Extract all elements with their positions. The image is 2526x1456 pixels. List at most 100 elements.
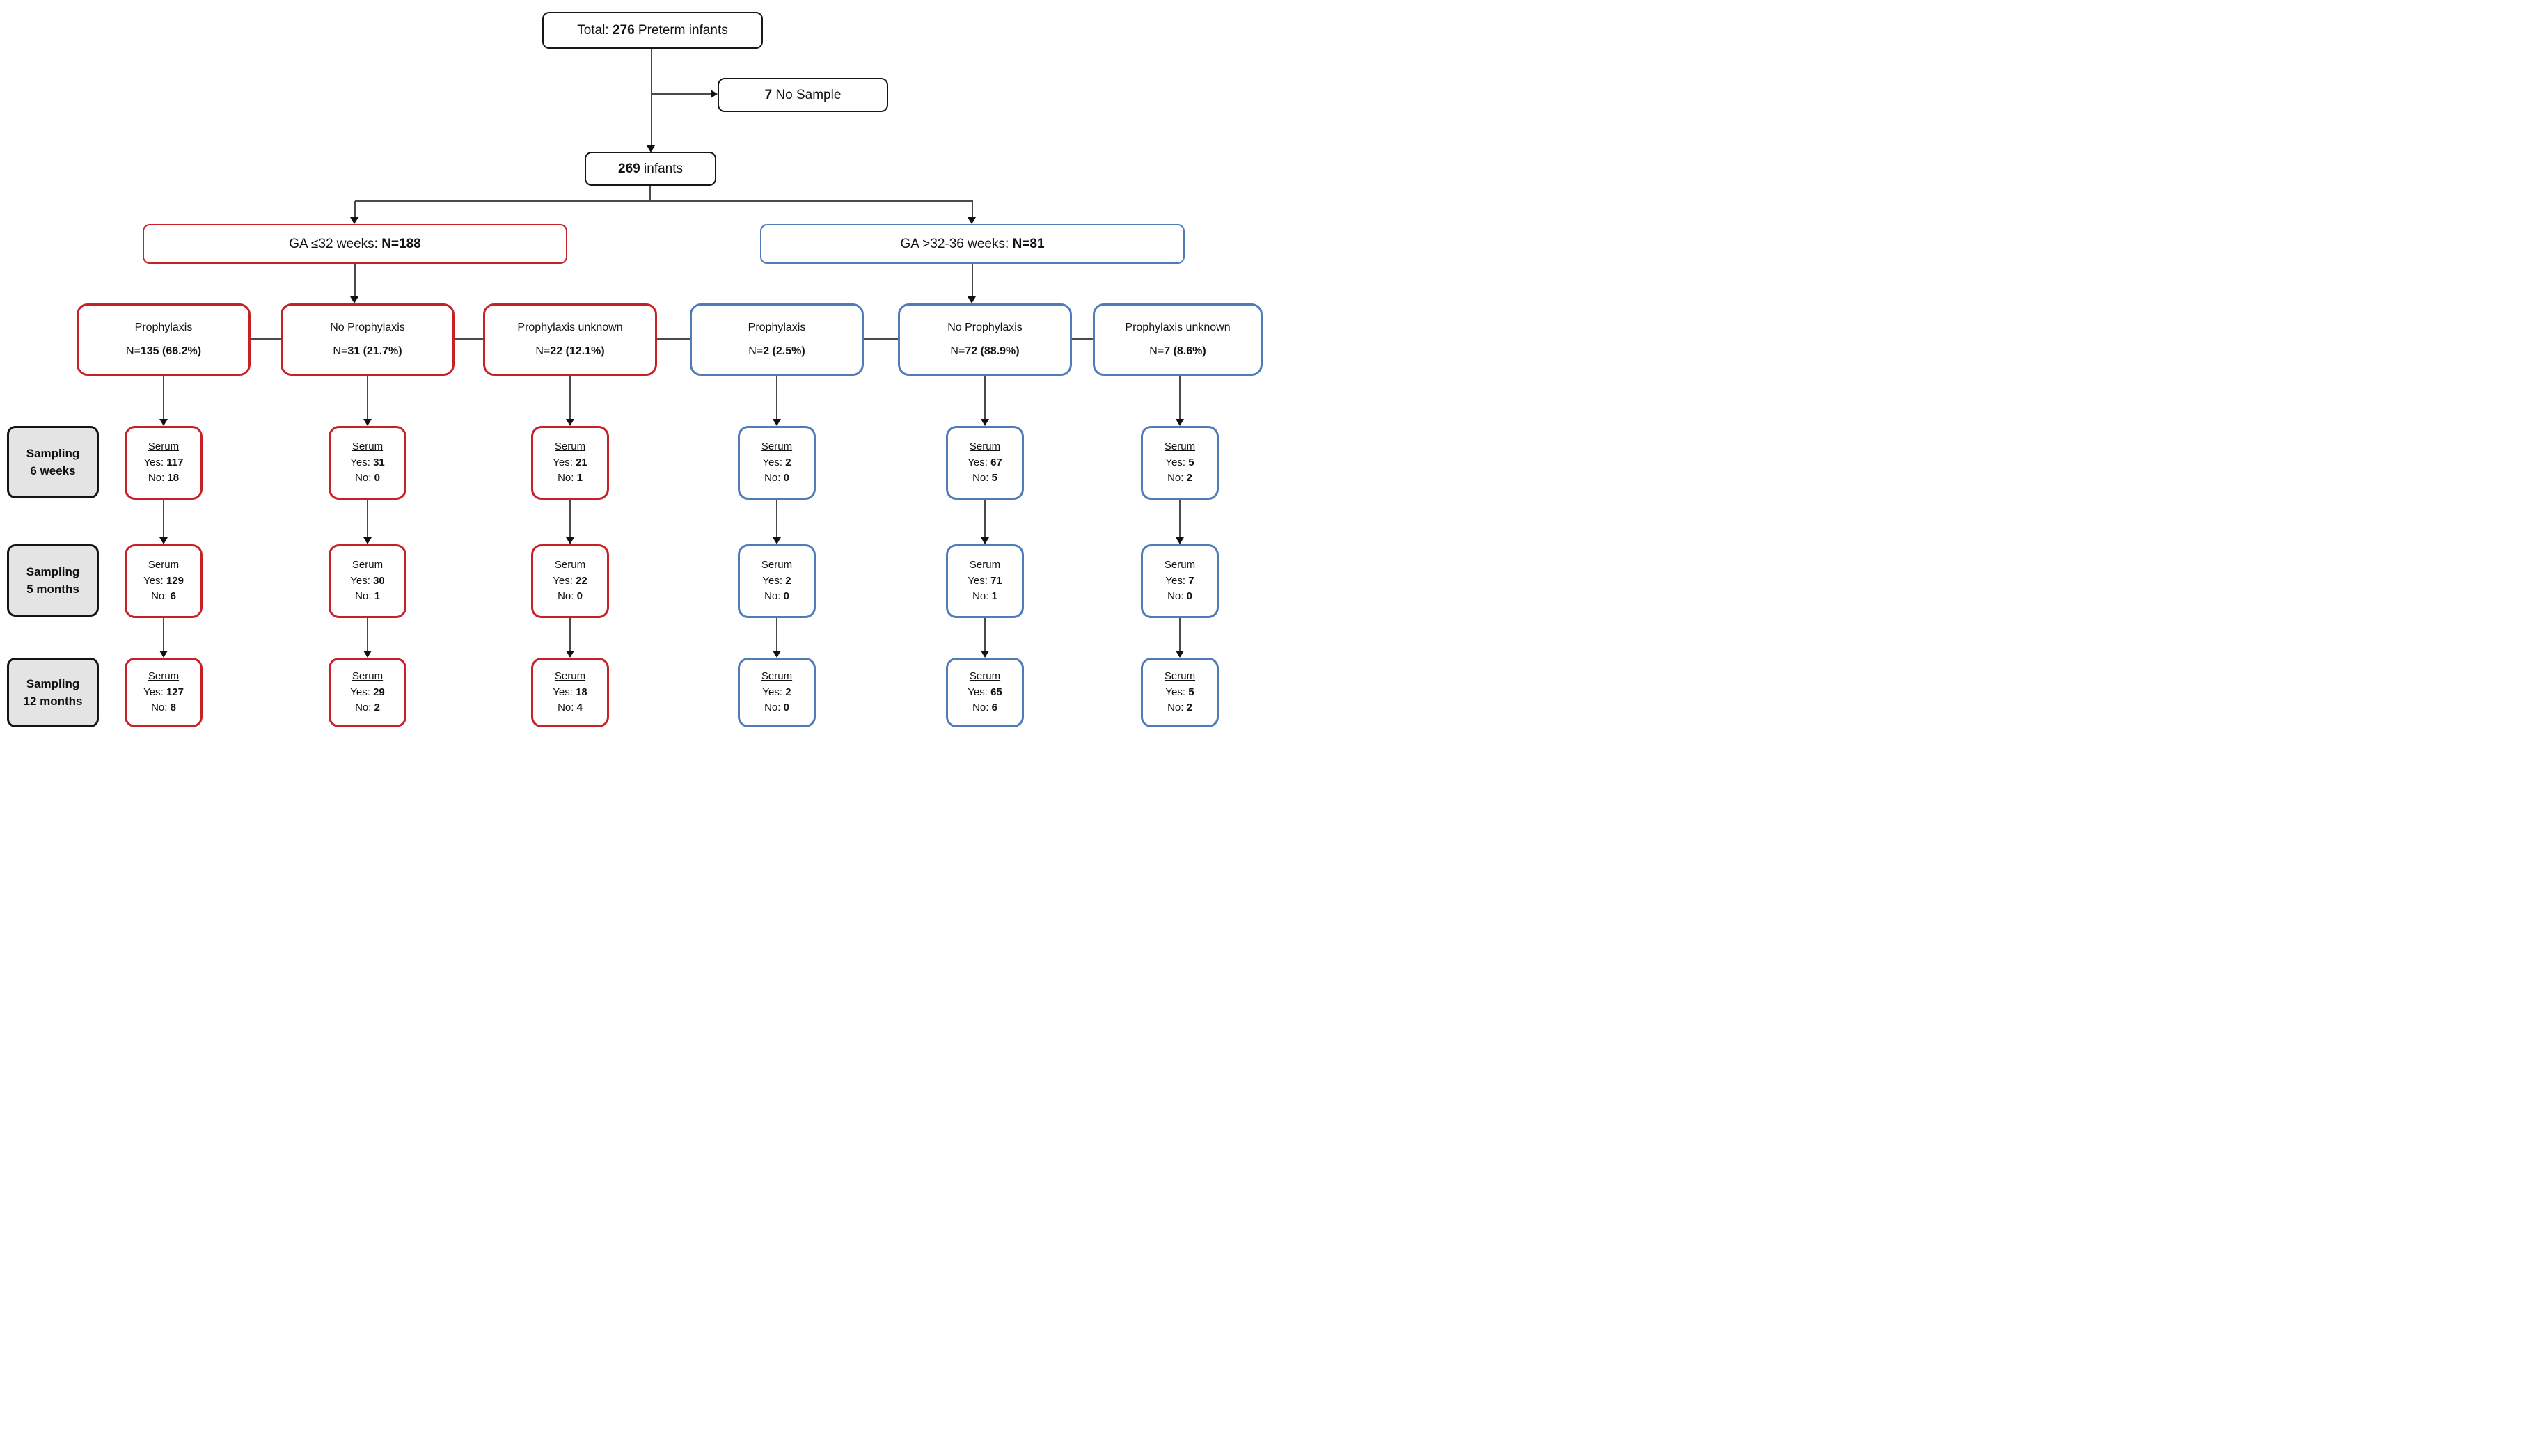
serum-no: No: 2 bbox=[355, 702, 380, 714]
serum-title: Serum bbox=[352, 441, 384, 453]
branch-n: N=2 (2.5%) bbox=[748, 345, 805, 358]
serum-no: No: 0 bbox=[355, 472, 380, 484]
no-sample-box: 7 No Sample bbox=[718, 78, 888, 112]
serum-box: Serum Yes: 29 No: 2 bbox=[329, 658, 406, 727]
connector-line bbox=[163, 500, 164, 539]
serum-title: Serum bbox=[761, 441, 793, 453]
sampling-label-12-months: Sampling 12 months bbox=[7, 658, 99, 727]
arrow-down-icon bbox=[773, 651, 781, 658]
arrow-right-icon bbox=[711, 90, 718, 98]
connector-line bbox=[355, 200, 973, 202]
connector-line bbox=[972, 201, 973, 218]
connector-line bbox=[776, 376, 777, 420]
arrow-down-icon bbox=[350, 217, 358, 224]
arrow-down-icon bbox=[773, 419, 781, 426]
sampling-line2: 5 months bbox=[26, 583, 79, 596]
serum-yes: Yes: 7 bbox=[1165, 574, 1194, 587]
branch-n: N=72 (88.9%) bbox=[950, 345, 1020, 358]
serum-yes: Yes: 65 bbox=[968, 686, 1002, 698]
no-prophylaxis-box: No Prophylaxis N=72 (88.9%) bbox=[898, 303, 1072, 376]
sampling-line2: 12 months bbox=[23, 695, 83, 708]
serum-yes: Yes: 5 bbox=[1165, 456, 1194, 468]
prophylaxis-box: Prophylaxis N=135 (66.2%) bbox=[77, 303, 251, 376]
serum-no: No: 0 bbox=[764, 590, 789, 603]
connector-line bbox=[569, 376, 571, 420]
arrow-down-icon bbox=[566, 537, 574, 544]
serum-box: Serum Yes: 5 No: 2 bbox=[1141, 426, 1219, 500]
serum-no: No: 1 bbox=[558, 472, 583, 484]
connector-line bbox=[984, 500, 986, 539]
serum-yes: Yes: 2 bbox=[762, 574, 791, 587]
sampling-label-6-weeks: Sampling 6 weeks bbox=[7, 426, 99, 498]
no-prophylaxis-box: No Prophylaxis N=31 (21.7%) bbox=[281, 303, 455, 376]
arrow-down-icon bbox=[981, 537, 989, 544]
serum-no: No: 6 bbox=[972, 702, 997, 714]
serum-box: Serum Yes: 18 No: 4 bbox=[531, 658, 609, 727]
serum-box: Serum Yes: 2 No: 0 bbox=[738, 426, 816, 500]
sampling-line1: Sampling bbox=[26, 564, 80, 578]
branch-n: N=135 (66.2%) bbox=[125, 345, 202, 358]
connector-line bbox=[367, 618, 368, 651]
serum-title: Serum bbox=[148, 441, 180, 453]
serum-yes: Yes: 129 bbox=[143, 574, 184, 587]
serum-title: Serum bbox=[148, 559, 180, 571]
serum-title: Serum bbox=[148, 670, 180, 683]
connector-line bbox=[367, 500, 368, 539]
arrow-down-icon bbox=[773, 537, 781, 544]
connector-line bbox=[972, 264, 973, 297]
included-text: 269 infants bbox=[618, 161, 683, 176]
serum-yes: Yes: 67 bbox=[968, 456, 1002, 468]
sampling-line2: 6 weeks bbox=[30, 464, 76, 477]
ga-le32-text: GA ≤32 weeks: N=188 bbox=[289, 236, 421, 251]
connector-line bbox=[354, 201, 356, 218]
arrow-down-icon bbox=[1176, 651, 1184, 658]
connector-line bbox=[651, 49, 652, 145]
serum-title: Serum bbox=[1164, 559, 1196, 571]
branch-n: N=7 (8.6%) bbox=[1149, 345, 1206, 358]
serum-no: No: 2 bbox=[1167, 472, 1192, 484]
serum-yes: Yes: 31 bbox=[350, 456, 385, 468]
connector-line bbox=[984, 376, 986, 420]
branch-title: No Prophylaxis bbox=[330, 321, 405, 333]
serum-box: Serum Yes: 30 No: 1 bbox=[329, 544, 406, 618]
connector-line bbox=[1179, 500, 1181, 539]
connector-line bbox=[864, 338, 898, 340]
serum-box: Serum Yes: 31 No: 0 bbox=[329, 426, 406, 500]
prophylaxis-box: Prophylaxis N=2 (2.5%) bbox=[690, 303, 864, 376]
serum-no: No: 2 bbox=[1167, 702, 1192, 714]
arrow-down-icon bbox=[981, 651, 989, 658]
serum-yes: Yes: 71 bbox=[968, 574, 1002, 587]
serum-box: Serum Yes: 21 No: 1 bbox=[531, 426, 609, 500]
serum-box: Serum Yes: 129 No: 6 bbox=[125, 544, 203, 618]
serum-no: No: 0 bbox=[764, 472, 789, 484]
serum-title: Serum bbox=[969, 559, 1001, 571]
branch-title: Prophylaxis bbox=[748, 321, 806, 333]
no-sample-text: 7 No Sample bbox=[764, 87, 842, 102]
serum-yes: Yes: 29 bbox=[350, 686, 385, 698]
serum-no: No: 4 bbox=[558, 702, 583, 714]
serum-yes: Yes: 5 bbox=[1165, 686, 1194, 698]
connector-line bbox=[1179, 618, 1181, 651]
connector-line bbox=[1072, 338, 1093, 340]
serum-box: Serum Yes: 2 No: 0 bbox=[738, 544, 816, 618]
prophylaxis-unknown-box: Prophylaxis unknown N=7 (8.6%) bbox=[1093, 303, 1263, 376]
connector-line bbox=[776, 500, 777, 539]
arrow-down-icon bbox=[566, 651, 574, 658]
serum-title: Serum bbox=[1164, 441, 1196, 453]
serum-no: No: 18 bbox=[148, 472, 180, 484]
connector-line bbox=[455, 338, 483, 340]
serum-title: Serum bbox=[554, 670, 586, 683]
connector-line bbox=[1179, 376, 1181, 420]
serum-no: No: 0 bbox=[764, 702, 789, 714]
serum-no: No: 8 bbox=[151, 702, 176, 714]
connector-line bbox=[652, 93, 711, 95]
ga-box-le32: GA ≤32 weeks: N=188 bbox=[143, 224, 567, 264]
serum-yes: Yes: 18 bbox=[553, 686, 587, 698]
connector-line bbox=[251, 338, 281, 340]
serum-no: No: 1 bbox=[972, 590, 997, 603]
serum-box: Serum Yes: 127 No: 8 bbox=[125, 658, 203, 727]
total-box: Total: 276 Preterm infants bbox=[542, 12, 763, 49]
arrow-down-icon bbox=[159, 537, 168, 544]
sampling-line1: Sampling bbox=[26, 446, 80, 460]
serum-no: No: 6 bbox=[151, 590, 176, 603]
